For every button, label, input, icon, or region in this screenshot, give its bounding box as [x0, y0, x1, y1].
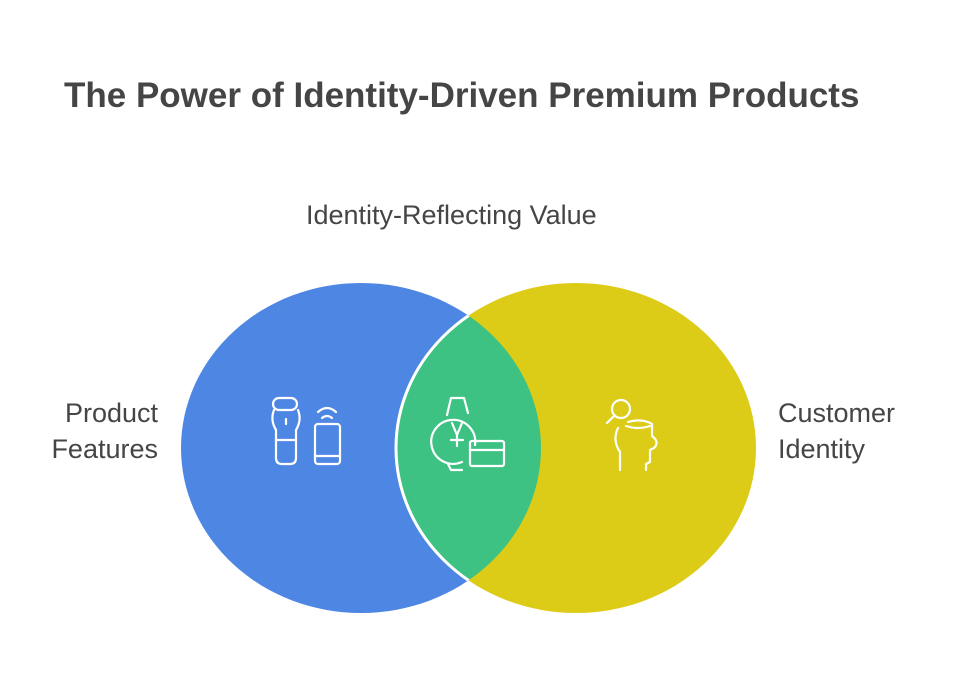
person-search-icon — [605, 398, 658, 472]
label-line: Features — [51, 434, 158, 464]
intersection-label: Identity-Reflecting Value — [306, 200, 597, 230]
customer-identity-label: Customer Identity — [778, 395, 895, 467]
label-line: Product — [64, 398, 158, 428]
label-line: Customer — [778, 398, 896, 428]
watch-yen-card-icon — [430, 396, 506, 472]
intersection-region — [394, 283, 541, 613]
perfume-bottle-icon — [271, 396, 301, 466]
diagram-title: The Power of Identity-Driven Premium Pro… — [64, 76, 860, 115]
smartphone-signal-icon — [313, 406, 342, 466]
label-line: Identity — [778, 434, 866, 464]
product-features-label: Product Features — [51, 395, 158, 467]
